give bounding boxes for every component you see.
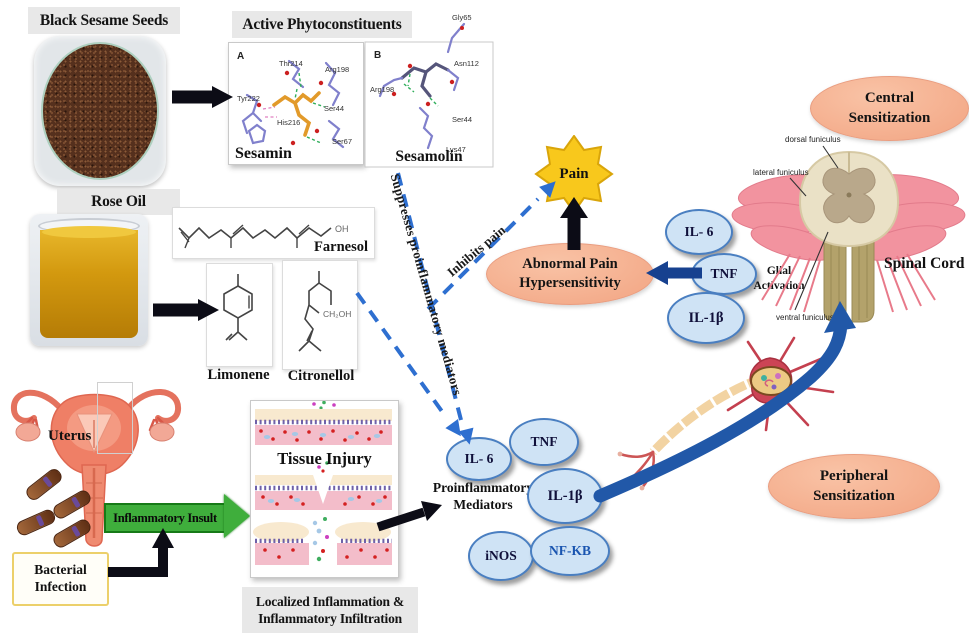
- farnesol-name: Farnesol: [314, 239, 368, 255]
- tissue-layers: [253, 400, 392, 565]
- sesame-seeds: [41, 42, 159, 180]
- svg-text:OH: OH: [335, 224, 349, 234]
- svg-text:Gly65: Gly65: [452, 13, 472, 22]
- svg-text:CH₂OH: CH₂OH: [323, 309, 351, 319]
- svg-text:ventral funiculus: ventral funiculus: [776, 313, 834, 322]
- mediator-bubble-il6: IL- 6: [446, 437, 512, 481]
- uterus-bracket: [97, 382, 133, 454]
- arrow-sesame-to-phyto: [172, 86, 233, 108]
- spinal-cord-illustration: dorsal funiculus lateral funiculus ventr…: [731, 135, 966, 323]
- svg-text:lateral funiculus: lateral funiculus: [753, 168, 809, 177]
- mediator-bubble-inos: iNOS: [468, 531, 534, 581]
- svg-text:Arg198: Arg198: [325, 65, 349, 74]
- sesamolin-docking-panel: Gly65 B Asn112 Arg198 Ser44 Lys47 Sesamo…: [364, 8, 494, 168]
- sesamin-name: Sesamin: [235, 145, 292, 162]
- localized-inflammation-label: Localized Inflammation &Inflammatory Inf…: [242, 587, 418, 633]
- rose-oil-label: Rose Oil: [57, 189, 180, 215]
- tissue-injury-panel: Tissue Injury: [250, 400, 399, 578]
- svg-text:Ser44: Ser44: [324, 104, 344, 113]
- uterus-illustration: [10, 389, 181, 547]
- farnesol-box: OH Farnesol: [172, 207, 375, 259]
- svg-text:Asn112: Asn112: [454, 59, 479, 68]
- bacterial-infection-line2: Infection: [34, 579, 87, 594]
- spinal-cord-label: Spinal Cord: [884, 255, 965, 272]
- green-arrowhead: [224, 494, 250, 538]
- svg-text:His216: His216: [277, 118, 300, 127]
- sesamin-structure: A Thr214 Arg198 Tyr222 Ser44 His216 Ser6…: [237, 51, 352, 149]
- tissue-injury-title: Tissue Injury: [277, 449, 372, 468]
- sesamolin-structure: Gly65 B Asn112 Arg198 Ser44 Lys47: [364, 13, 494, 168]
- svg-text:dorsal funiculus: dorsal funiculus: [785, 135, 841, 144]
- limonene-name: Limonene: [207, 367, 270, 383]
- limonene-box: [206, 263, 273, 367]
- svg-text:B: B: [374, 50, 381, 61]
- citronellol-box: CH₂OH: [282, 260, 358, 370]
- svg-text:Tyr222: Tyr222: [237, 94, 260, 103]
- inflammatory-insult-arrow: Inflammatory Insult: [104, 494, 254, 540]
- mediator-bubble-il1b: IL-1β: [527, 468, 603, 524]
- sesamin-docking-panel: A Thr214 Arg198 Tyr222 Ser44 His216 Ser6…: [228, 42, 364, 165]
- suppresses-label: Suppresses proinflammatory mediators: [387, 172, 466, 398]
- mediator-bubble-tnf: TNF: [509, 418, 579, 466]
- neuron-illustration: [617, 336, 835, 491]
- svg-text:Thr214: Thr214: [279, 59, 303, 68]
- sesame-dish-photo: [34, 36, 166, 186]
- svg-text:Ser44: Ser44: [452, 115, 472, 124]
- active-phytoconstituents-label: Active Phytoconstituents: [232, 11, 412, 38]
- svg-text:A: A: [237, 51, 244, 62]
- farnesol-structure: OH: [178, 224, 349, 249]
- bacterial-infection-line1: Bacterial: [34, 562, 87, 578]
- limonene-structure: [223, 274, 253, 341]
- uterus-label: Uterus: [48, 428, 92, 444]
- svg-text:Arg198: Arg198: [370, 85, 394, 94]
- svg-text:Lys47: Lys47: [446, 145, 466, 154]
- pain-label: Pain: [559, 165, 589, 182]
- inflammatory-insult-label: Inflammatory Insult: [104, 503, 226, 533]
- bacterial-infection-box: Bacterial Infection: [12, 552, 109, 606]
- citronellol-structure: CH₂OH: [298, 271, 351, 352]
- rose-oil-photo: [30, 214, 148, 346]
- citronellol-name: Citronellol: [287, 368, 355, 384]
- mediator-bubble-nfkb: NF-KB: [530, 526, 610, 576]
- black-sesame-label: Black Sesame Seeds: [28, 7, 180, 34]
- beaker-oil: [40, 226, 138, 338]
- sesamolin-name: Sesamolin: [395, 148, 463, 165]
- spinal-bubble-il6: IL- 6: [665, 209, 733, 255]
- svg-text:Ser67: Ser67: [332, 137, 352, 146]
